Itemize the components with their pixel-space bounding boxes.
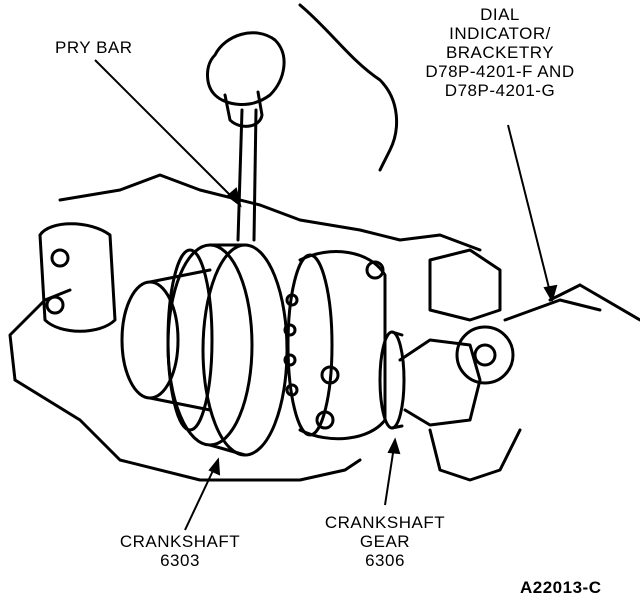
block-base bbox=[13, 378, 362, 482]
label-crankshaft-line-1: CRANKSHAFT bbox=[119, 532, 241, 551]
left-bolt-1 bbox=[50, 248, 70, 268]
label-dial-line-4: D78P-4201-F AND bbox=[425, 62, 575, 81]
right-bearing-face bbox=[286, 253, 334, 437]
label-dial-line-5: D78P-4201-G bbox=[444, 81, 556, 100]
dial-indicator-face bbox=[455, 325, 515, 385]
hand-lower bbox=[223, 90, 264, 128]
block-left-edge bbox=[8, 288, 72, 382]
right-bearing-cap bbox=[298, 250, 387, 441]
left-bearing bbox=[38, 222, 117, 333]
crankshaft-cheek bbox=[166, 248, 214, 432]
label-gear-line-3: 6306 bbox=[365, 551, 405, 570]
label-dial-line-1: DIAL bbox=[480, 5, 520, 24]
dial-stem bbox=[503, 283, 640, 322]
hand-outline bbox=[206, 31, 286, 106]
label-dial-line-2: INDICATOR/ bbox=[449, 24, 551, 43]
label-gear-line-1: CRANKSHAFT bbox=[324, 513, 446, 532]
dial-bracket bbox=[428, 248, 502, 322]
leader-dial-indicator bbox=[507, 124, 553, 301]
crankshaft-throw-back bbox=[166, 243, 254, 447]
pry-bar bbox=[236, 108, 258, 242]
right-bolt-2 bbox=[315, 410, 335, 430]
label-dial-line-3: BRACKETRY bbox=[445, 43, 555, 62]
journal-body bbox=[148, 268, 212, 412]
label-pry-bar: PRY BAR bbox=[55, 38, 133, 57]
crankshaft-throw-front bbox=[201, 243, 289, 457]
label-dial-indicator: DIAL INDICATOR/ BRACKETRY D78P-4201-F AN… bbox=[405, 5, 595, 100]
figure-id: A22013-C bbox=[520, 578, 602, 597]
right-bolt-3 bbox=[365, 260, 385, 280]
leader-pry-bar bbox=[94, 59, 241, 206]
left-bolt-2 bbox=[45, 295, 65, 315]
right-bolt-1 bbox=[320, 365, 340, 385]
label-gear-line-2: GEAR bbox=[359, 532, 411, 551]
engine-block-outline bbox=[298, 3, 399, 172]
label-crankshaft-line-2: 6303 bbox=[160, 551, 200, 570]
block-top bbox=[58, 173, 482, 252]
label-crankshaft: CRANKSHAFT 6303 bbox=[100, 532, 260, 570]
label-crankshaft-gear: CRANKSHAFT GEAR 6306 bbox=[305, 513, 465, 570]
lower-housing bbox=[428, 428, 522, 482]
front-housing bbox=[398, 338, 482, 427]
crankshaft-throw-rim bbox=[208, 243, 247, 457]
